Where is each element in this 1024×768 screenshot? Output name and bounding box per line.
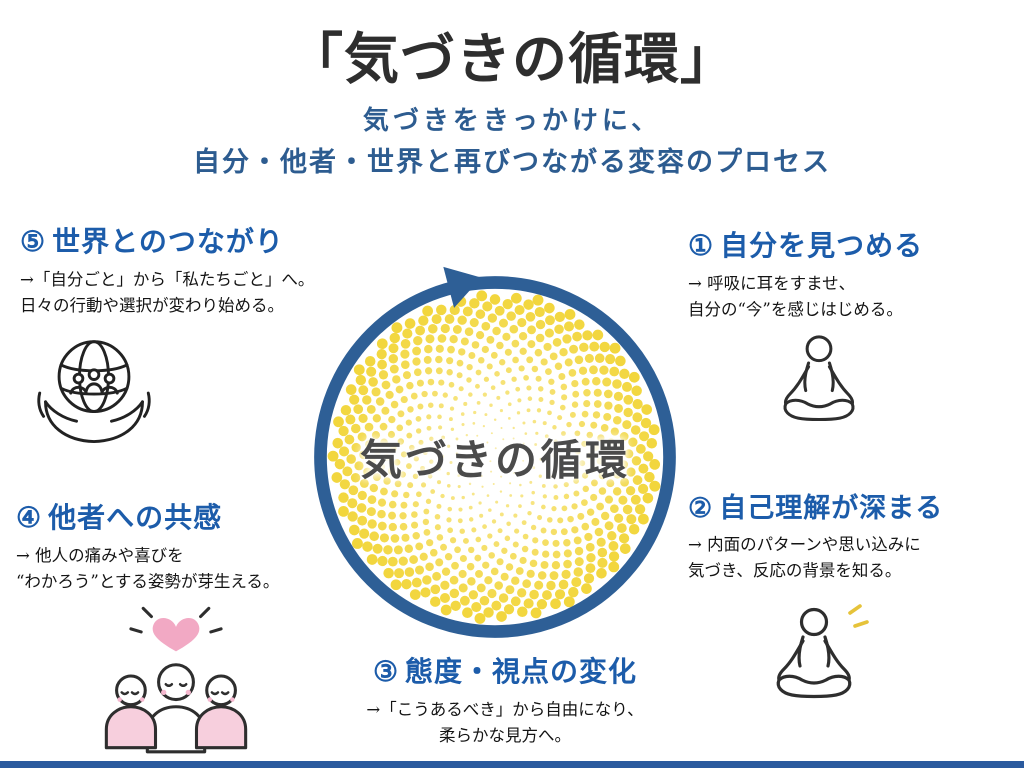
- footer-accent-bar: [0, 761, 1024, 768]
- step-1-body-line-2: 自分の“今”を感じはじめる。: [688, 300, 903, 320]
- step-1-number: ①: [688, 230, 715, 261]
- hands-globe-icon: [30, 332, 158, 460]
- step-2-body-line-1: → 内面のパターンや思い込みに: [688, 535, 921, 554]
- yellow-dot-spiral: [327, 290, 661, 624]
- step-4-body-line-1: → 他人の痛みや喜びを: [16, 546, 184, 565]
- step-3-body-line-1: →「こうあるべき」から自由になり、: [366, 700, 644, 719]
- step-3-body: →「こうあるべき」から自由になり、 柔らかな見方へ。: [262, 697, 748, 750]
- step-3-number: ③: [372, 656, 400, 687]
- cycle-arrowhead-icon: [443, 266, 482, 308]
- meditation-shine-icon: [754, 600, 874, 714]
- step-4-body: → 他人の痛みや喜びを “わかろう”とする姿勢が芽生える。: [16, 543, 279, 596]
- step-3-title-text: 態度・視点の変化: [405, 656, 638, 687]
- step-1-title-text: 自分を見つめる: [720, 230, 924, 261]
- meditation-icon: [762, 328, 876, 436]
- subtitle-line-2: 自分・他者・世界と再びつながる変容のプロセス: [193, 147, 831, 178]
- step-5-body-line-1: →「自分ごと」から「私たちごと」へ。: [20, 270, 315, 289]
- step-5-body: →「自分ごと」から「私たちごと」へ。 日々の行動や選択が変わり始める。: [20, 267, 314, 320]
- cycle-ring: [314, 276, 676, 638]
- step-2-title-text: 自己理解が深まる: [719, 493, 944, 523]
- step-4-number: ④: [16, 502, 43, 533]
- subtitle-line-1: 気づきをきっかけに、: [362, 106, 662, 136]
- cycle-ring-and-dots: [314, 266, 676, 638]
- step-2-body: → 内面のパターンや思い込みに 気づき、反応の背景を知る。: [688, 532, 943, 585]
- step-5-body-line-2: 日々の行動や選択が変わり始める。: [20, 296, 284, 316]
- step-1-body-line-1: → 呼吸に耳をすませ、: [688, 274, 856, 293]
- step-5-title-text: 世界とのつながり: [52, 226, 284, 257]
- step-2-number: ②: [688, 493, 714, 523]
- page-title: 「気づきの循環」: [287, 28, 736, 90]
- step-5-number: ⑤: [20, 226, 47, 257]
- empathy-people-icon: [92, 598, 260, 754]
- cycle-graphic: 気づきの循環: [300, 262, 690, 652]
- step-4-body-line-2: “わかろう”とする姿勢が芽生える。: [16, 572, 280, 592]
- step-1-body: → 呼吸に耳をすませ、 自分の“今”を感じはじめる。: [688, 271, 923, 324]
- step-3-body-line-2: 柔らかな見方へ。: [439, 726, 571, 746]
- step-4-title-text: 他者への共感: [48, 502, 223, 533]
- step-2-body-line-2: 気づき、反応の背景を知る。: [688, 561, 902, 581]
- cycle-center-label: 気づきの循環: [359, 436, 631, 484]
